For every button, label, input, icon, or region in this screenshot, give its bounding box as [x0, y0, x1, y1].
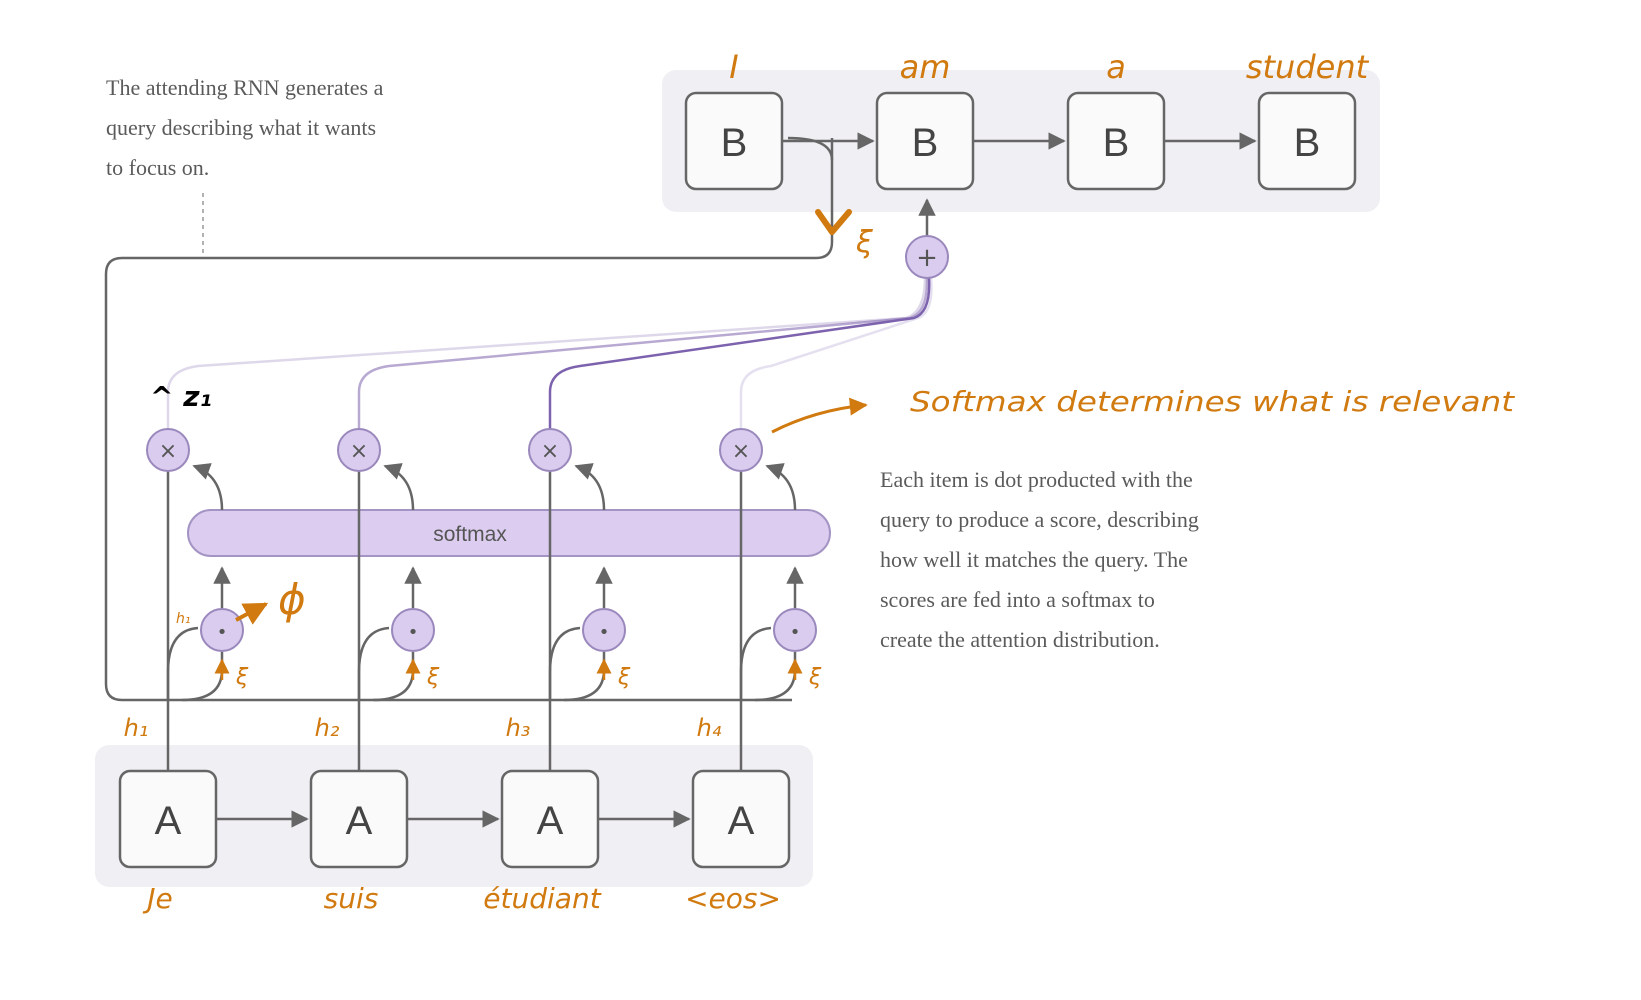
weight-arrow: [192, 463, 224, 511]
softmax-annotation-arrow: [771, 397, 868, 434]
attention-weighted-line: [166, 277, 927, 429]
hidden-label: h₁: [124, 714, 149, 742]
attention-weighted-line: [739, 277, 933, 429]
multiply-node: [528, 428, 572, 472]
softmax-label: softmax: [433, 523, 507, 546]
sum-symbol: +: [916, 243, 938, 273]
softmax-annotation: Softmax determines what is relevant: [910, 385, 1515, 418]
query-feed-curve: [754, 652, 797, 702]
encoder-cell-label: A: [155, 799, 182, 843]
query-hint: ξ: [617, 665, 631, 690]
decoder-cell-label: B: [1294, 121, 1321, 165]
hidden-to-dot-curve: [166, 626, 199, 700]
attention-weighted-line: [548, 277, 931, 429]
score-note-line: query to produce a score, describing: [880, 507, 1199, 532]
query-feed-curve: [372, 652, 415, 702]
output-word: student: [1246, 48, 1370, 86]
encoder-panel: [95, 745, 813, 887]
dot-product-node: [582, 608, 626, 652]
multiply-node: [719, 428, 763, 472]
query-hint: ξ: [235, 665, 249, 690]
multiply-symbol: ×: [541, 439, 559, 464]
decoder-cell-label: B: [721, 121, 748, 165]
encoder-cell-label: A: [537, 799, 564, 843]
hidden-to-dot-curve: [739, 626, 772, 700]
phi-annotation: ϕ: [278, 575, 306, 624]
score-note-line: Each item is dot producted with the: [880, 467, 1193, 492]
decoder-cell: [1257, 91, 1357, 191]
query-note-line: The attending RNN generates a: [106, 75, 384, 100]
dot-product-node: [391, 608, 435, 652]
phi-arrow: [235, 602, 269, 625]
decoder-cell-label: B: [912, 121, 939, 165]
dot-small-label: h₁: [176, 611, 191, 627]
hidden-label: h₂: [315, 714, 340, 742]
query-note: The attending RNN generates a query desc…: [106, 68, 383, 188]
hidden-to-dot-curve: [357, 626, 390, 700]
weight-annotation: ^ z₁: [150, 380, 212, 413]
output-word: I: [729, 48, 738, 86]
encoder-cell-label: A: [346, 799, 373, 843]
query-note-line: to focus on.: [106, 155, 210, 180]
dot-symbol: •: [790, 622, 801, 643]
sum-node: [905, 235, 949, 279]
hidden-label: h₃: [506, 714, 531, 742]
multiply-symbol: ×: [350, 439, 368, 464]
query-annotation: ξ: [855, 225, 873, 260]
dot-symbol: •: [599, 622, 610, 643]
query-hint: ξ: [808, 665, 822, 690]
dot-product-node: [773, 608, 817, 652]
attention-lines: [166, 277, 933, 429]
score-note-line: how well it matches the query. The: [880, 547, 1188, 572]
softmax-bar: [187, 509, 831, 557]
score-note: Each item is dot producted with the quer…: [880, 460, 1199, 660]
multiply-symbol: ×: [732, 439, 750, 464]
multiply-symbol: ×: [159, 439, 177, 464]
query-down-arrow: [815, 209, 852, 235]
input-word: suis: [324, 882, 379, 915]
query-hint: ξ: [426, 665, 440, 690]
encoder-cell-label: A: [728, 799, 755, 843]
dot-symbol: •: [408, 622, 419, 643]
weight-arrow: [383, 463, 415, 511]
score-note-line: scores are fed into a softmax to: [880, 587, 1155, 612]
query-note-line: query describing what it wants: [106, 115, 377, 140]
input-word: Je: [142, 882, 172, 915]
multiply-node: [337, 428, 381, 472]
score-note-line: create the attention distribution.: [880, 627, 1160, 652]
output-word: am: [900, 48, 951, 86]
attention-weighted-line: [357, 277, 929, 429]
query-loop-joint: [787, 136, 834, 161]
query-feed-curve: [563, 652, 606, 702]
query-loop-line: [104, 137, 834, 702]
input-word: <eos>: [685, 882, 781, 915]
dot-product-node: [200, 608, 244, 652]
hidden-label: h₄: [697, 714, 722, 742]
decoder-cell-label: B: [1103, 121, 1130, 165]
dot-symbol: •: [217, 622, 228, 643]
query-feed-curve: [181, 652, 224, 702]
weight-arrow: [765, 463, 797, 511]
input-word: étudiant: [483, 882, 601, 915]
hidden-to-dot-curve: [548, 626, 581, 700]
multiply-node: [146, 428, 190, 472]
weight-arrow: [574, 463, 606, 511]
output-word: a: [1106, 48, 1126, 86]
attention-columns: • × ξ • × ξ • × ξ • × ξ: [146, 428, 822, 771]
